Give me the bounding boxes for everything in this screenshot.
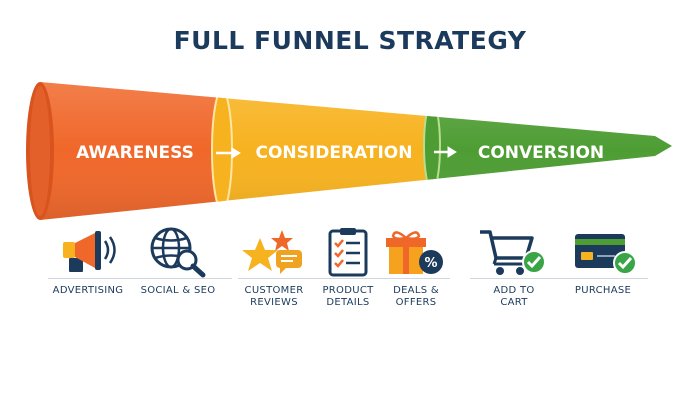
stage-label-conversion: CONVERSION: [478, 143, 604, 163]
touchpoint-label-purchase: PURCHASE: [574, 285, 632, 296]
touchpoint-label-customer-reviews: CUSTOMER REVIEWS: [244, 285, 304, 308]
megaphone-icon: [55, 226, 125, 278]
touchpoint-label-social-seo: SOCIAL & SEO: [140, 285, 216, 296]
arrow-right-icon: [216, 147, 241, 159]
funnel-diagram: AWARENESS CONSIDERATION CONVERSION: [26, 82, 672, 220]
svg-text:%: %: [424, 256, 437, 271]
awareness-group-line: [48, 278, 232, 279]
arrow-right-icon: [434, 146, 457, 158]
stage-divider-1: [211, 89, 233, 211]
globe-search-icon: [143, 226, 213, 278]
stars-chat-icon: [240, 226, 310, 278]
stage-divider-2: [423, 101, 441, 191]
checklist-clipboard-icon: [313, 226, 383, 278]
touchpoint-label-deals-offers: DEALS & OFFERS: [393, 285, 439, 308]
page-title: FULL FUNNEL STRATEGY: [173, 26, 527, 55]
touchpoint-label-advertising: ADVERTISING: [52, 285, 124, 296]
stage-label-awareness: AWARENESS: [76, 143, 194, 163]
cart-check-icon: [478, 226, 548, 278]
touchpoint-label-product-details: PRODUCT DETAILS: [322, 285, 374, 308]
consideration-group-line: [238, 278, 450, 279]
gift-percent-icon: %: [381, 226, 451, 278]
stage-label-consideration: CONSIDERATION: [256, 143, 413, 163]
touchpoint-label-add-to-cart: ADD TO CART: [493, 285, 535, 308]
conversion-group-line: [470, 278, 648, 279]
credit-card-check-icon: [571, 226, 641, 278]
